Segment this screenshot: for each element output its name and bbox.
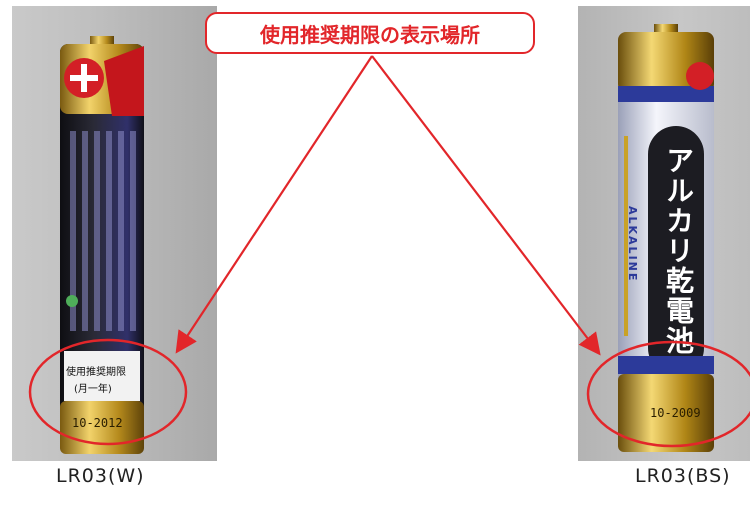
right-sub-text: ALKALINE xyxy=(626,206,639,283)
caption-left: LR03(W) xyxy=(56,465,145,487)
right-brand-text: アルカリ乾電池 xyxy=(662,146,695,356)
left-label-line1: 使用推奨期限 xyxy=(66,367,126,378)
caption-right: LR03(BS) xyxy=(635,465,731,487)
arrow-to-right xyxy=(371,55,601,356)
right-date-code: 10-2009 xyxy=(650,406,701,420)
callout-box: 使用推奨期限の表示場所 xyxy=(205,12,535,54)
left-label-line2: (月一年) xyxy=(74,384,112,395)
right-battery-photo: アルカリ乾電池 ALKALINE 10-2009 xyxy=(578,6,750,461)
left-date-code: 10-2012 xyxy=(72,416,123,430)
plus-logo-icon xyxy=(686,62,714,90)
left-battery-photo: 使用推奨期限 (月一年) 10-2012 xyxy=(12,6,217,461)
